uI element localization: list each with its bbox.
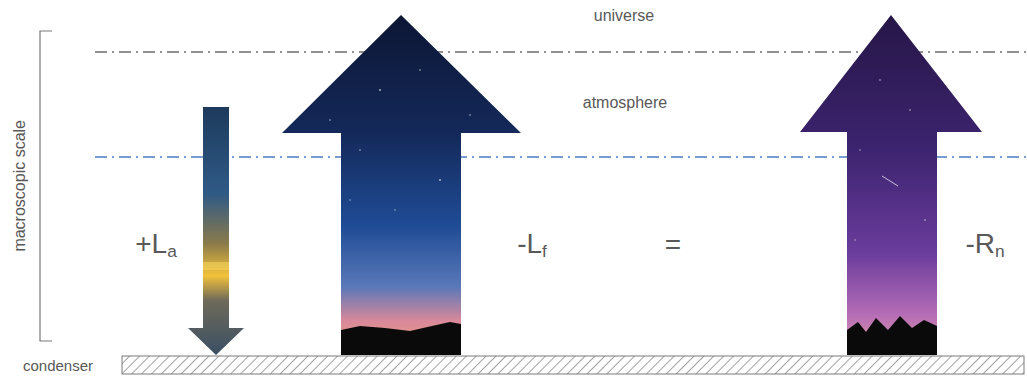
horizon-silhouette bbox=[341, 322, 461, 355]
downward-arrow bbox=[188, 107, 244, 355]
condenser-plate bbox=[122, 356, 1024, 374]
stars bbox=[329, 69, 471, 211]
upward-arrow bbox=[282, 15, 521, 355]
upward-arrow bbox=[800, 15, 982, 355]
flux-label: +La bbox=[135, 229, 177, 261]
region-label: universe bbox=[594, 7, 654, 25]
city-lights bbox=[203, 262, 229, 270]
scale-label: macroscopic scale bbox=[11, 120, 29, 252]
flux-label: -Lf bbox=[517, 229, 547, 261]
mountain-silhouette bbox=[847, 316, 937, 355]
shooting-star bbox=[882, 176, 898, 186]
flux-label: -Rn bbox=[965, 229, 1004, 261]
scale-bracket bbox=[40, 31, 52, 341]
region-label: atmosphere bbox=[583, 94, 668, 112]
stars bbox=[854, 79, 926, 241]
equals-sign: = bbox=[665, 230, 681, 261]
surface-label: condenser bbox=[23, 358, 93, 375]
